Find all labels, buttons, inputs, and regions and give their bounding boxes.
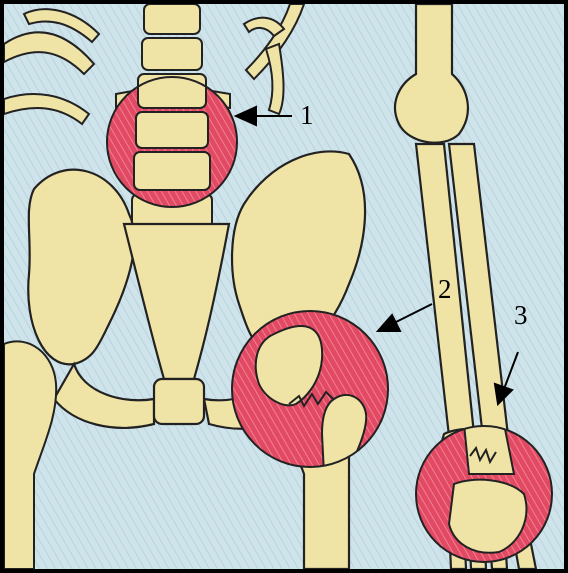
callout-label-1: 1: [300, 102, 314, 129]
callout-label-2: 2: [438, 276, 452, 303]
skeleton-illustration: [4, 4, 564, 569]
callout-label-3: 3: [514, 302, 528, 329]
